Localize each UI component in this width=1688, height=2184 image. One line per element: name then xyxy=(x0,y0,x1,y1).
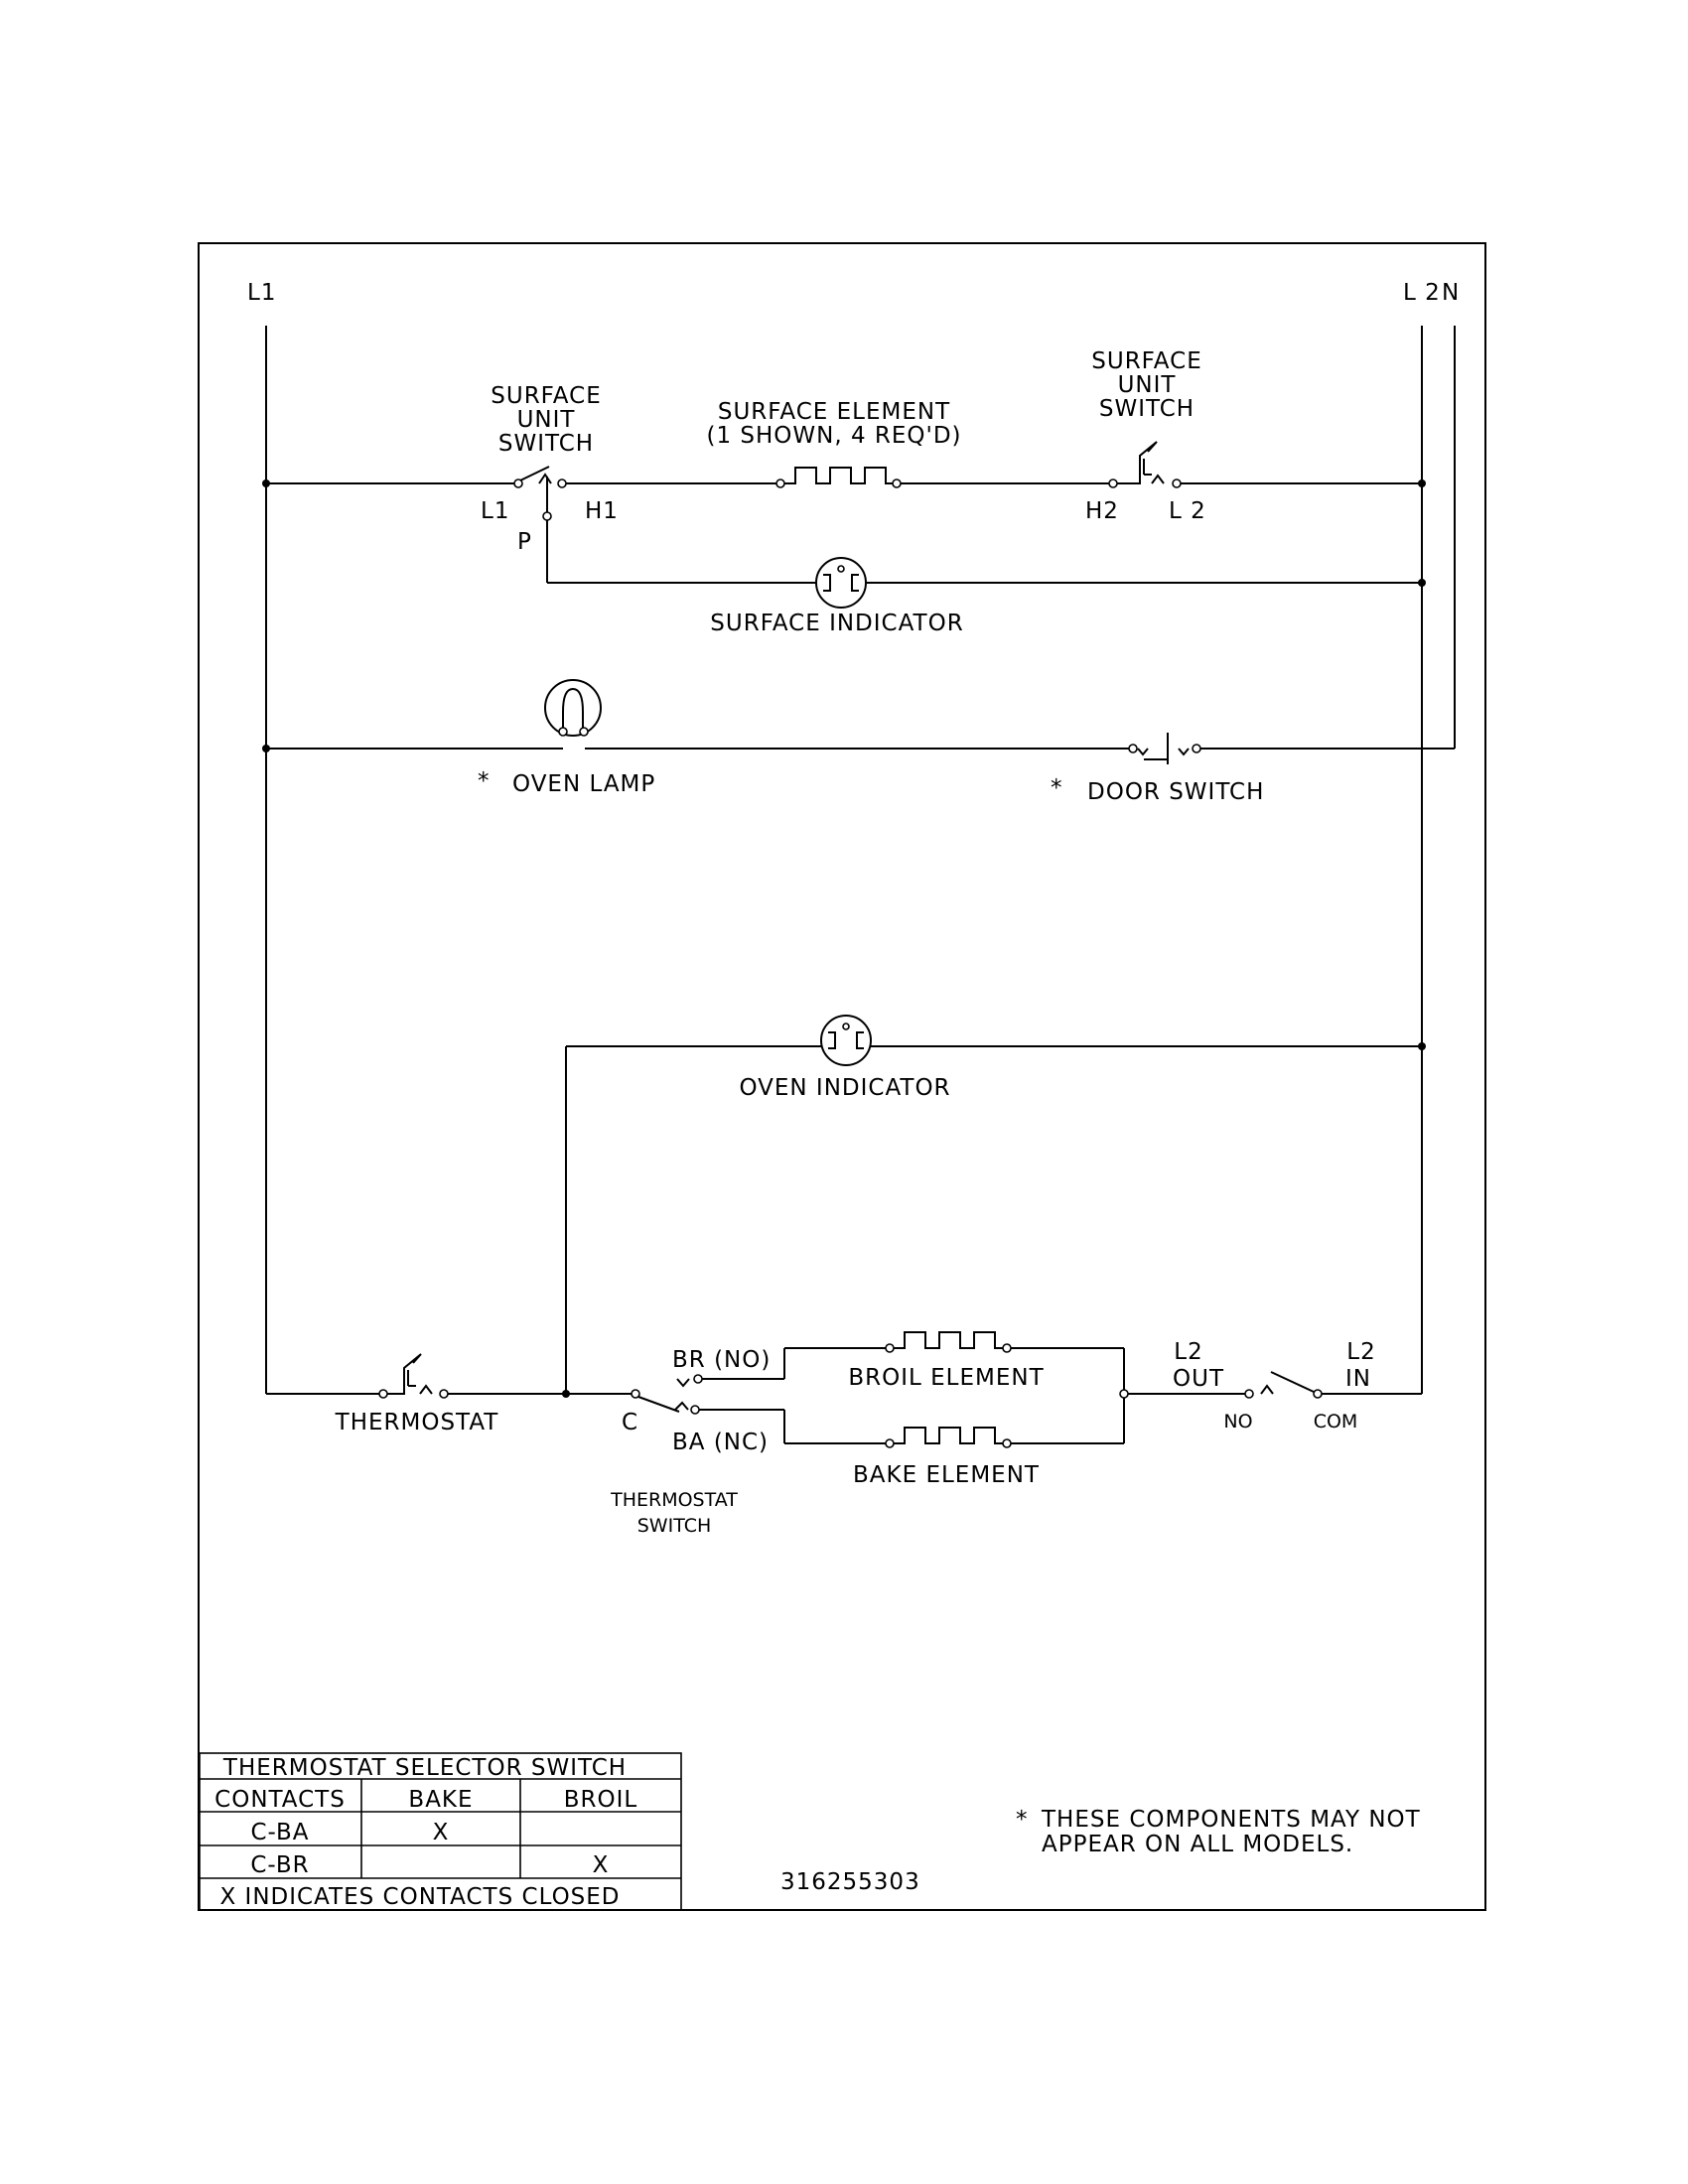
footnote-asterisk: * xyxy=(1016,1807,1029,1833)
oven-indicator-label: OVEN INDICATOR xyxy=(739,1075,950,1101)
footnote-line2: APPEAR ON ALL MODELS. xyxy=(1042,1832,1353,1857)
surface-indicator-icon xyxy=(815,557,867,609)
footnote-line1: THESE COMPONENTS MAY NOT xyxy=(1041,1807,1421,1833)
thermostat-icon xyxy=(378,1353,449,1399)
oven-lamp-icon xyxy=(544,679,602,737)
surface-indicator-circuit: SURFACE INDICATOR xyxy=(547,557,1426,636)
ba-nc-label: BA (NC) xyxy=(672,1430,769,1455)
l2-in-line1: L2 xyxy=(1346,1339,1375,1365)
surface-switch-left-line2: UNIT xyxy=(517,407,576,433)
door-switch-asterisk: * xyxy=(1051,775,1063,801)
surface-indicator-label: SURFACE INDICATOR xyxy=(710,611,963,636)
selector-header-broil: BROIL xyxy=(564,1787,637,1813)
surface-unit-switch-left: SURFACE UNIT SWITCH L1 H1 P xyxy=(481,383,619,583)
surface-switch-right-line2: UNIT xyxy=(1118,372,1177,398)
terminal-c-label: C xyxy=(622,1410,638,1435)
bake-element: BAKE ELEMENT xyxy=(784,1427,1124,1488)
selector-table-footer: X INDICATES CONTACTS CLOSED xyxy=(219,1884,620,1910)
terminal-h2-label: H2 xyxy=(1085,498,1119,524)
surface-switch-left-line1: SURFACE xyxy=(491,383,601,409)
selector-header-bake: BAKE xyxy=(408,1787,473,1813)
surface-unit-circuit: SURFACE UNIT SWITCH L1 H1 P SURFACE ELEM… xyxy=(262,348,1426,583)
terminal-l2-label: L 2 xyxy=(1169,498,1206,524)
thermostat-switch: C BR (NO) BA (NC) THERMOSTAT SWITCH xyxy=(610,1347,785,1537)
bake-element-label: BAKE ELEMENT xyxy=(853,1462,1040,1488)
selector-table: THERMOSTAT SELECTOR SWITCH CONTACTS BAKE… xyxy=(199,1752,682,1911)
part-number: 316255303 xyxy=(780,1869,920,1895)
diagram-border xyxy=(198,242,1486,1911)
l2-in-line2: IN xyxy=(1345,1366,1371,1392)
door-switch-label: DOOR SWITCH xyxy=(1087,779,1264,805)
door-switch-icon xyxy=(1128,733,1201,764)
rail-label-l2: L 2 xyxy=(1403,280,1441,306)
selector-header-contacts: CONTACTS xyxy=(214,1787,346,1813)
oven-indicator-circuit: OVEN INDICATOR xyxy=(565,1015,1426,1394)
l2-out-line1: L2 xyxy=(1174,1339,1202,1365)
thermostat-label: THERMOSTAT xyxy=(335,1410,499,1435)
surface-switch-left-line3: SWITCH xyxy=(498,431,594,457)
relay-no-label: NO xyxy=(1223,1411,1252,1433)
terminal-l1-label: L1 xyxy=(481,498,509,524)
surface-switch-right-line3: SWITCH xyxy=(1099,396,1195,422)
oven-heating-circuit: THERMOSTAT C BR (NO) BA (NC) THERMOSTAT … xyxy=(265,1331,1423,1537)
broil-element-label: BROIL ELEMENT xyxy=(848,1365,1044,1391)
surface-unit-switch-right: SURFACE UNIT SWITCH H2 L 2 xyxy=(1085,348,1206,524)
broil-element: BROIL ELEMENT xyxy=(784,1331,1124,1391)
surface-switch-right-line1: SURFACE xyxy=(1091,348,1201,374)
l2-relay-contact: L2 OUT L2 IN NO COM xyxy=(1173,1339,1375,1433)
relay-com-label: COM xyxy=(1314,1411,1358,1433)
thermostat-switch-line1: THERMOSTAT xyxy=(610,1489,738,1511)
selector-table-title: THERMOSTAT SELECTOR SWITCH xyxy=(222,1755,627,1781)
surface-element-label: SURFACE ELEMENT xyxy=(718,399,950,425)
rail-label-l1: L1 xyxy=(247,280,276,306)
selector-row2-broil: X xyxy=(593,1852,610,1878)
oven-lamp-circuit: * OVEN LAMP * DOOR SWITCH xyxy=(262,679,1455,805)
oven-indicator-icon xyxy=(820,1015,872,1066)
terminal-p-label: P xyxy=(517,529,532,555)
oven-lamp-asterisk: * xyxy=(478,768,491,794)
oven-lamp-label: OVEN LAMP xyxy=(512,771,655,797)
l2-out-line2: OUT xyxy=(1173,1366,1224,1392)
surface-element-sublabel: (1 SHOWN, 4 REQ'D) xyxy=(706,423,961,449)
thermostat-switch-line2: SWITCH xyxy=(637,1515,712,1537)
rail-label-n: N xyxy=(1442,280,1460,306)
footnote: * THESE COMPONENTS MAY NOT APPEAR ON ALL… xyxy=(1016,1807,1421,1857)
selector-row1-bake: X xyxy=(433,1820,450,1845)
selector-row2-contacts: C-BR xyxy=(250,1852,309,1878)
selector-row1-contacts: C-BA xyxy=(250,1820,309,1845)
terminal-h1-label: H1 xyxy=(585,498,619,524)
br-no-label: BR (NO) xyxy=(672,1347,771,1373)
surface-element: SURFACE ELEMENT (1 SHOWN, 4 REQ'D) xyxy=(706,399,961,488)
